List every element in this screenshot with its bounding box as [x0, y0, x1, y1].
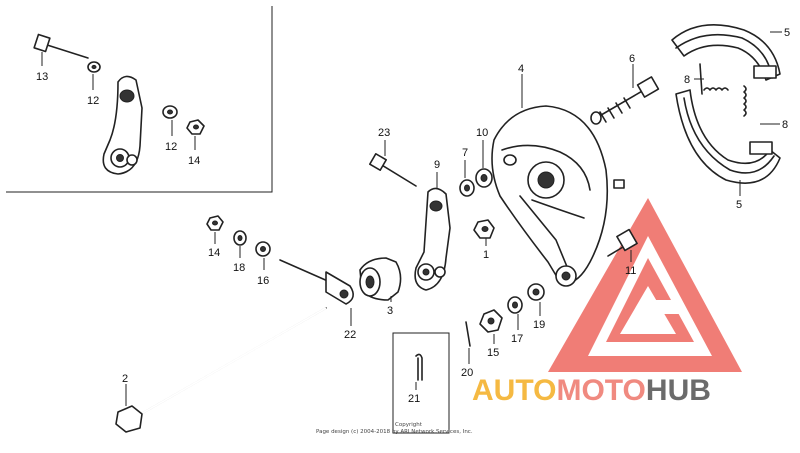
callout-19: 19 [533, 319, 545, 331]
bolt-13-icon [33, 33, 89, 59]
callout-1: 1 [483, 249, 489, 261]
watermark-wordmark: AUTOMOTOHUB [472, 374, 711, 407]
callout-16: 16 [257, 275, 269, 287]
brake-cam-icon [590, 76, 660, 125]
callout-5: 5 [784, 27, 790, 39]
watermark-part-moto: MOTO [556, 374, 645, 407]
callout-labels: 13 12 12 14 23 9 7 10 4 6 5 8 8 5 14 18 … [36, 27, 790, 405]
lever-arm-icon [102, 75, 143, 175]
callout-17: 17 [511, 333, 523, 345]
callout-5b: 5 [736, 199, 742, 211]
pin-20-icon [465, 321, 471, 347]
nut-14-icon [186, 119, 205, 135]
callout-6: 6 [629, 53, 635, 65]
bolt-23-icon [369, 153, 417, 187]
callout-22: 22 [344, 329, 356, 341]
arm-9-icon [414, 187, 451, 291]
brake-shoe-top-icon [671, 24, 781, 81]
callout-14: 14 [188, 155, 200, 167]
callout-12b: 12 [165, 141, 177, 153]
copyright-line2: Page design (c) 2004-2018 by ARI Network… [316, 429, 473, 435]
bolt-11-icon [607, 228, 638, 257]
inset-border [6, 6, 450, 434]
callout-9: 9 [434, 159, 440, 171]
callout-21: 21 [408, 393, 420, 405]
watermark-part-hub: HUB [646, 374, 711, 407]
callout-18: 18 [233, 262, 245, 274]
watermark-part-auto: AUTO [472, 374, 556, 407]
callout-8: 8 [684, 74, 690, 86]
callout-7: 7 [462, 147, 468, 159]
washer-16-icon [255, 241, 271, 257]
callout-15: 15 [487, 347, 499, 359]
washer-12b-icon [162, 105, 178, 119]
washer-10-icon [475, 168, 493, 188]
callout-13: 13 [36, 71, 48, 83]
nut-14b-icon [206, 215, 224, 231]
callout-3: 3 [387, 305, 393, 317]
automotohub-logo-icon [548, 198, 742, 372]
washer-19-icon [527, 283, 545, 301]
spring-8b-icon [743, 85, 747, 117]
leader-lines [41, 31, 782, 406]
washer-18-icon [233, 230, 247, 246]
nut-1-icon [473, 219, 495, 239]
callout-2: 2 [122, 373, 128, 385]
axle-2-icon [115, 307, 327, 433]
callout-11: 11 [625, 265, 636, 277]
brake-panel-icon [491, 105, 625, 287]
callout-23: 23 [378, 127, 390, 139]
callout-20: 20 [461, 367, 473, 379]
copyright-line1: Copyright [395, 422, 423, 428]
callout-4: 4 [518, 63, 524, 75]
callout-12: 12 [87, 95, 99, 107]
rod-22-icon [279, 259, 354, 305]
cotter-pin-21-icon [415, 353, 423, 381]
washer-17-icon [507, 296, 523, 314]
washer-12-icon [87, 61, 101, 73]
callout-8b: 8 [782, 119, 788, 131]
callout-14b: 14 [208, 247, 220, 259]
brake-shoe-bottom-icon [675, 89, 781, 184]
bushing-3-icon [359, 257, 402, 301]
washer-7-icon [459, 179, 475, 197]
callout-10: 10 [476, 127, 488, 139]
nut-15-icon [479, 309, 503, 333]
spring-8a-icon [699, 63, 729, 95]
